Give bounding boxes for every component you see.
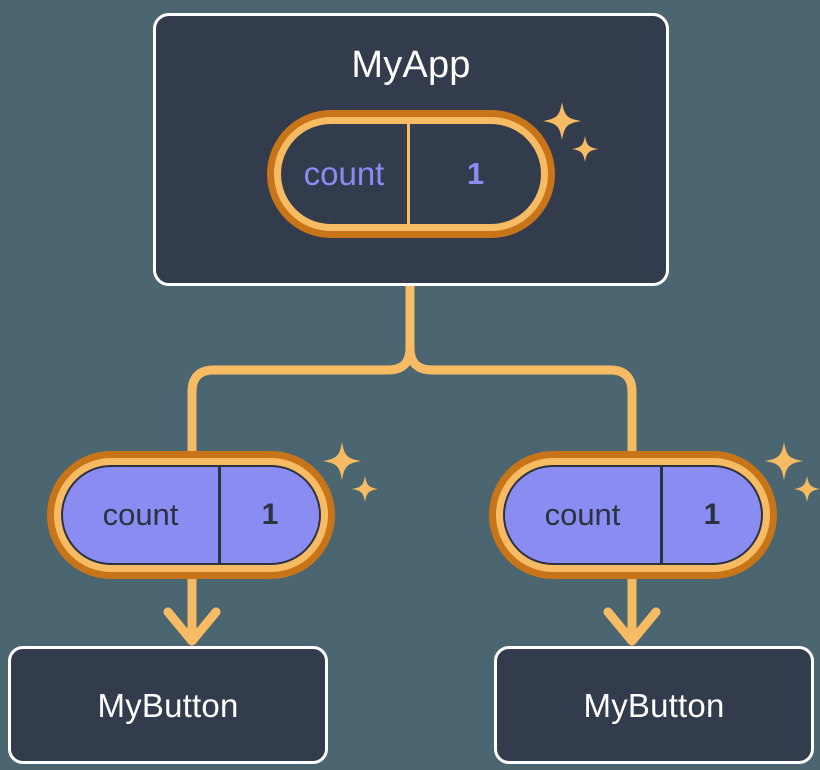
pill-band: count 1	[54, 458, 328, 572]
pill-band: count 1	[274, 117, 548, 231]
pill-inner: count 1	[281, 124, 541, 224]
mybutton-card-right[interactable]: MyButton	[494, 646, 814, 764]
arrow-down-icon-left	[163, 579, 221, 646]
pill-band: count 1	[496, 458, 770, 572]
state-key-label: count	[63, 467, 221, 563]
state-key-label: count	[505, 467, 663, 563]
mybutton-title-left: MyButton	[97, 686, 239, 724]
state-pill-right[interactable]: count 1	[489, 451, 777, 579]
pill-inner: count 1	[503, 465, 763, 565]
state-pill-myapp[interactable]: count 1	[267, 110, 555, 238]
page-title: MyApp	[351, 44, 471, 86]
state-value-label: 1	[466, 156, 485, 191]
state-value-label: 1	[261, 498, 279, 531]
pill-inner: count 1	[61, 465, 321, 565]
mybutton-card-left[interactable]: MyButton	[8, 646, 328, 764]
mybutton-title-right: MyButton	[583, 686, 725, 724]
state-value-label: 1	[703, 498, 721, 531]
arrow-down-icon-right	[603, 579, 661, 646]
state-pill-left[interactable]: count 1	[47, 451, 335, 579]
state-key-label: count	[281, 124, 410, 224]
